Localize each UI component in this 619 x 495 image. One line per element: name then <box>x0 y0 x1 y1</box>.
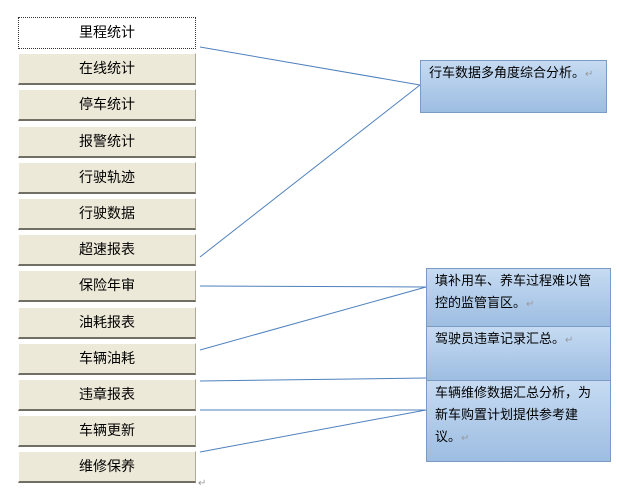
arrow <box>199 280 436 351</box>
arrow <box>199 404 436 453</box>
menu-button[interactable]: 车辆更新 <box>18 415 196 448</box>
note-maintenance: 车辆维修数据汇总分析，为新车购置计划提供参考建议。↵ <box>426 380 611 462</box>
paragraph-mark: ↵ <box>198 478 207 489</box>
arrow <box>199 76 430 258</box>
menu-button[interactable]: 车辆油耗 <box>18 342 196 375</box>
note-violations: 驾驶员违章记录汇总。↵ <box>426 326 611 381</box>
menu-button[interactable]: 行驶轨迹 <box>18 161 196 194</box>
arrow <box>199 283 436 292</box>
menu-button[interactable]: 停车统计 <box>18 89 196 122</box>
menu-button[interactable]: 超速报表 <box>18 234 196 267</box>
menu-button[interactable]: 违章报表 <box>18 379 196 411</box>
menu-button[interactable]: 维修保养 <box>18 451 196 484</box>
menu-button[interactable]: 里程统计 <box>18 17 196 49</box>
menu-button[interactable]: 在线统计 <box>18 53 196 86</box>
menu-button[interactable]: 报警统计 <box>18 125 196 158</box>
arrow <box>199 46 430 91</box>
arrow <box>199 373 436 382</box>
note-driving-analysis: 行车数据多角度综合分析。↵ <box>420 60 607 113</box>
note-supervision: 填补用车、养车过程难以管控的监管盲区。↵ <box>426 268 611 327</box>
menu-button[interactable]: 行驶数据 <box>18 198 196 230</box>
menu-button[interactable]: 保险年审 <box>18 270 196 303</box>
menu-button[interactable]: 油耗报表 <box>18 306 196 339</box>
